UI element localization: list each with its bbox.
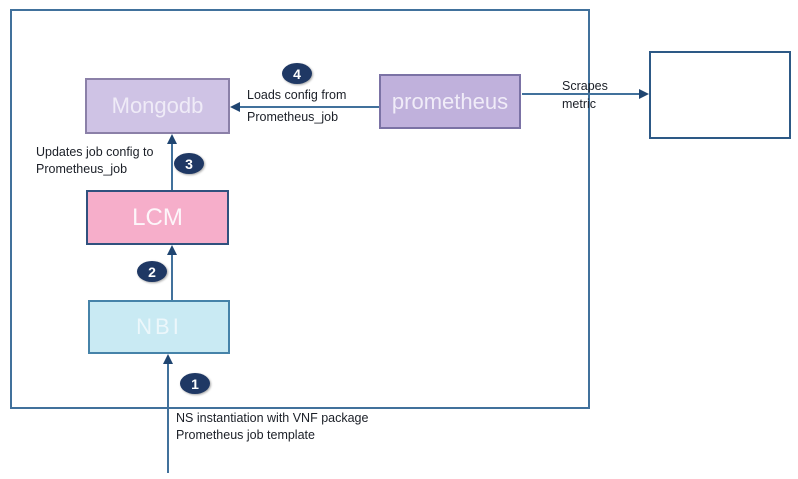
step-badge-3-number: 3	[185, 155, 193, 172]
label-ns-instantiation: NS instantiation with VNF package Promet…	[176, 410, 368, 444]
label-scrapes-line1: Scrapes	[562, 79, 608, 93]
external-target-box	[649, 51, 791, 139]
step-badge-4-number: 4	[293, 65, 301, 82]
system-boundary-frame	[10, 9, 590, 409]
node-prometheus-label: prometheus	[391, 88, 509, 114]
step-badge-4: 4	[282, 63, 312, 84]
node-lcm: LCM	[86, 190, 229, 245]
node-nbi-label: NBI	[136, 314, 182, 339]
node-lcm-label: LCM	[132, 203, 183, 231]
label-scrapes-metric: Scrapes metric	[562, 77, 608, 113]
label-loads-config: Loads config from Prometheus_job	[247, 84, 346, 128]
node-mongodb: Mongodb	[85, 78, 230, 134]
label-ns-line1: NS instantiation with VNF package	[176, 411, 369, 425]
label-scrapes-line2: metric	[562, 97, 597, 111]
label-loads-line2: Prometheus_job	[247, 110, 339, 124]
label-updates-job-config: Updates job config to Prometheus_job	[36, 144, 153, 178]
label-updates-line2: Prometheus_job	[36, 162, 128, 176]
node-prometheus: prometheus	[379, 74, 521, 129]
step-badge-3: 3	[174, 153, 204, 174]
label-ns-line2: Prometheus job template	[176, 428, 315, 442]
step-badge-1: 1	[180, 373, 210, 394]
step-badge-2-number: 2	[148, 263, 156, 280]
label-loads-line1: Loads config from	[247, 88, 347, 102]
label-updates-line1: Updates job config to	[36, 145, 154, 159]
step-badge-2: 2	[137, 261, 167, 282]
node-mongodb-label: Mongodb	[111, 93, 204, 118]
node-nbi: NBI	[88, 300, 230, 354]
step-badge-1-number: 1	[191, 375, 199, 392]
